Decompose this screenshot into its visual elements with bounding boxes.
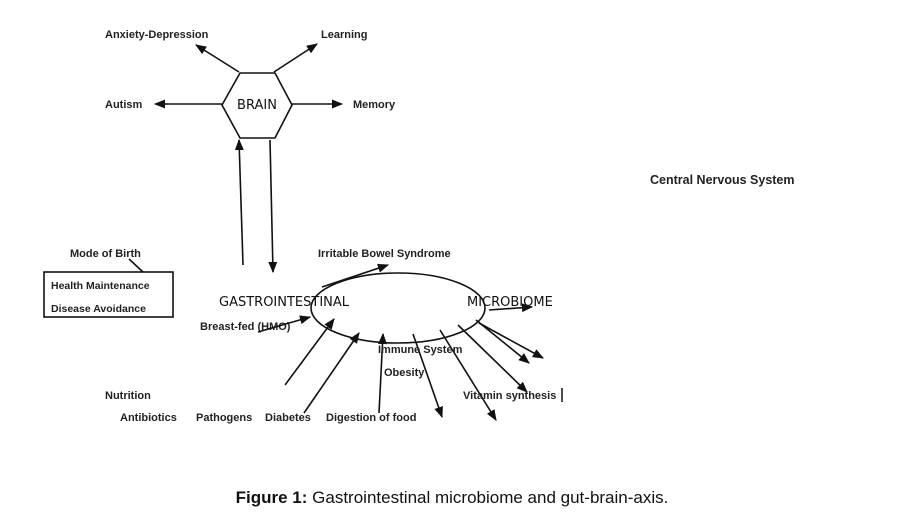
label-ibs: Irritable Bowel Syndrome <box>318 248 451 260</box>
label-learning: Learning <box>321 29 367 41</box>
arrow-out-4 <box>475 319 530 364</box>
arrow-out-5 <box>478 322 544 359</box>
label-nutrition: Nutrition <box>105 390 151 402</box>
gut-ellipse <box>310 272 486 344</box>
brain-hexagon <box>221 72 293 139</box>
arrow-in-digestion <box>378 332 387 414</box>
arrow-out-1 <box>412 333 443 419</box>
arrow-gut-to-brain <box>234 138 244 266</box>
label-gastrointestinal: GASTROINTESTINAL <box>219 295 350 310</box>
label-breast-fed: Breast-fed (HMO) <box>200 321 291 333</box>
caption-label: Figure 1: <box>235 488 308 507</box>
label-autism: Autism <box>105 99 143 111</box>
label-antibiotics: Antibiotics <box>120 412 177 424</box>
arrow-in-antibiotics <box>284 318 335 386</box>
arrow-microbiome <box>488 303 534 313</box>
brain-label: BRAIN <box>237 98 277 113</box>
arrow-learning <box>273 43 318 73</box>
label-memory: Memory <box>353 99 396 111</box>
label-disease-avoidance: Disease Avoidance <box>51 303 146 315</box>
connector-mode-of-birth <box>128 258 144 273</box>
arrow-anxiety <box>195 44 240 73</box>
arrow-brain-to-gut <box>268 139 278 274</box>
label-obesity: Obesity <box>384 367 425 379</box>
label-immune-system: Immune System <box>378 344 463 356</box>
label-diabetes: Diabetes <box>265 412 311 424</box>
label-health-maintenance: Health Maintenance <box>51 280 150 292</box>
health-box <box>43 271 174 318</box>
arrow-out-2 <box>439 329 497 421</box>
label-digestion-of-food: Digestion of food <box>326 412 416 424</box>
caption-text: Gastrointestinal microbiome and gut-brai… <box>307 488 669 507</box>
figure-caption: Figure 1: Gastrointestinal microbiome an… <box>0 488 904 508</box>
label-mode-of-birth: Mode of Birth <box>70 248 141 260</box>
arrow-out-3 <box>457 324 528 393</box>
arrow-breast-fed <box>257 315 312 333</box>
label-pathogens: Pathogens <box>196 412 252 424</box>
arrow-ibs <box>321 263 390 288</box>
arrow-in-diabetes <box>303 332 360 414</box>
label-vitamin-synthesis: Vitamin synthesis <box>463 390 556 402</box>
label-anxiety-depression: Anxiety-Depression <box>105 29 209 41</box>
label-cns: Central Nervous System <box>650 173 795 187</box>
